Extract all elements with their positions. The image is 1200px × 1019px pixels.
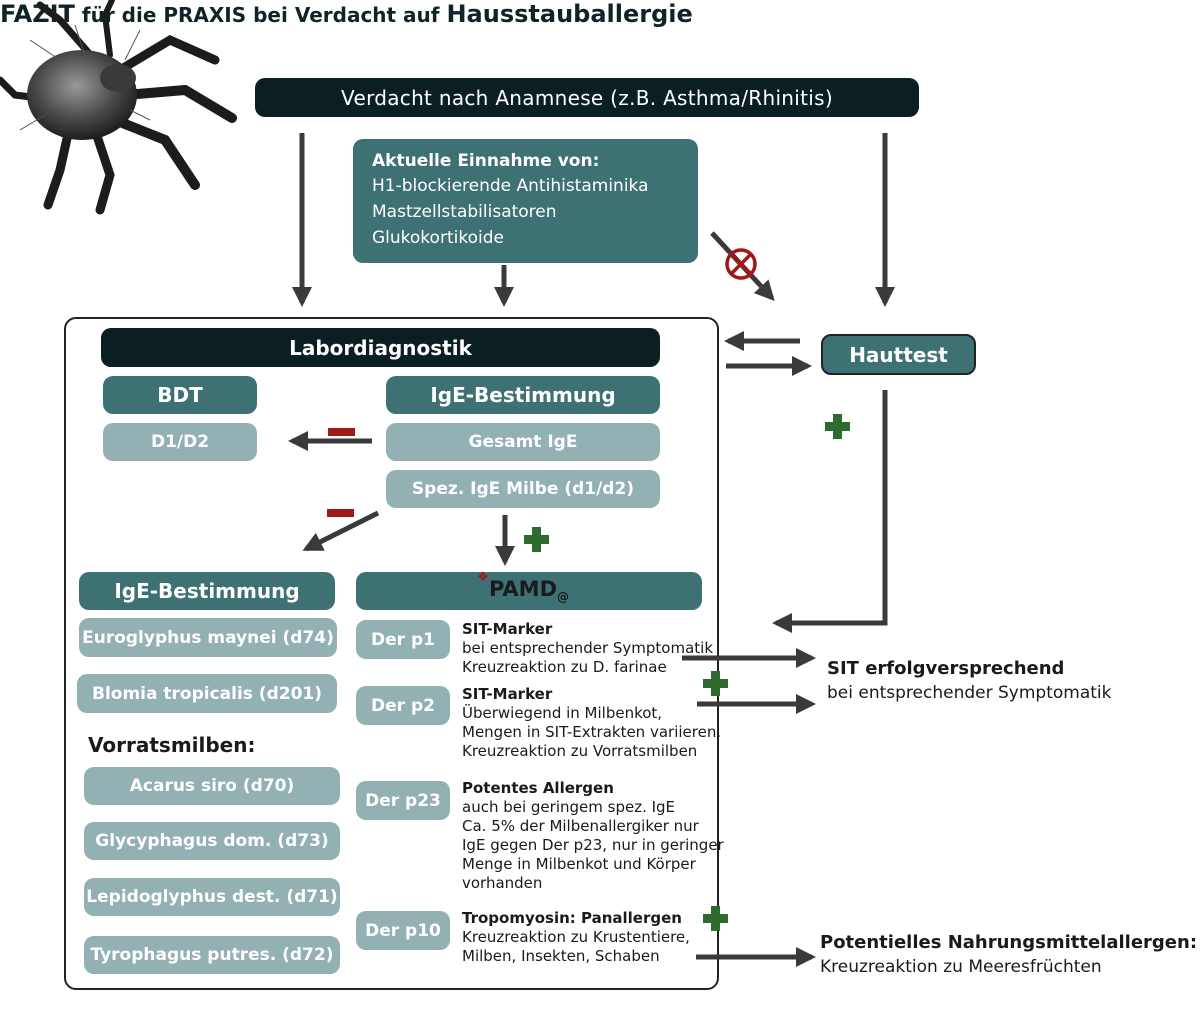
outcome-food-allergen: Potentielles Nahrungsmittelallergen: Kre…	[820, 932, 1198, 977]
pamd-logo: ❖PAMD@	[476, 570, 570, 605]
bdt-header: BDT	[103, 376, 257, 414]
medication-item: H1-blockierende Antihistaminika	[372, 176, 649, 196]
suspicion-bar: Verdacht nach Anamnese (z.B. Asthma/Rhin…	[255, 78, 919, 117]
plus-icon	[703, 671, 728, 696]
medication-item: Mastzellstabilisatoren	[372, 202, 557, 222]
minus-icon	[328, 428, 355, 436]
ige2-header: IgE-Bestimmung	[79, 572, 335, 610]
arrow-icon	[772, 390, 888, 633]
plus-icon	[524, 527, 549, 552]
storage-item: Tyrophagus putres. (d72)	[84, 936, 340, 974]
ige-specific-mite: Spez. IgE Milbe (d1/d2)	[386, 470, 660, 508]
ige2-item: Blomia tropicalis (d201)	[77, 674, 337, 713]
minus-icon	[327, 509, 354, 517]
storage-item: Glycyphagus dom. (d73)	[84, 822, 340, 860]
storage-mites-heading: Vorratsmilben:	[88, 733, 256, 757]
ige2-item: Euroglyphus maynei (d74)	[79, 618, 337, 657]
component-desc-der-p1: SIT-Marker bei entsprechender Symptomati…	[462, 620, 714, 676]
skin-test-box: Hauttest	[821, 334, 976, 375]
medication-item: Glukokortikoide	[372, 228, 504, 248]
ige-header: IgE-Bestimmung	[386, 376, 660, 414]
dust-mite-illustration	[0, 0, 237, 215]
outcome-sit: SIT erfolgversprechend bei entsprechende…	[827, 658, 1112, 703]
storage-item: Lepidoglyphus dest. (d71)	[84, 878, 340, 916]
component-desc-der-p10: Tropomyosin: Panallergen Kreuzreaktion z…	[462, 909, 690, 965]
arrow-icon	[302, 510, 380, 552]
component-der-p23: Der p23	[356, 781, 450, 820]
pamd-header: ❖PAMD@	[356, 570, 702, 610]
ige-total: Gesamt IgE	[386, 423, 660, 461]
pamd-logo-mark: ❖	[476, 570, 489, 586]
medication-box: Aktuelle Einnahme von: H1-blockierende A…	[353, 139, 698, 263]
component-desc-der-p2: SIT-Marker Überwiegend in Milbenkot, Men…	[462, 685, 722, 760]
plus-icon	[703, 906, 728, 931]
plus-icon	[825, 414, 850, 439]
component-desc-der-p23: Potentes Allergen auch bei geringem spez…	[462, 779, 724, 892]
component-der-p2: Der p2	[356, 686, 450, 725]
medication-heading: Aktuelle Einnahme von:	[372, 151, 600, 171]
lab-header: Labordiagnostik	[101, 328, 660, 367]
storage-item: Acarus siro (d70)	[84, 767, 340, 805]
component-der-p10: Der p10	[356, 911, 450, 950]
bdt-item: D1/D2	[103, 423, 257, 461]
component-der-p1: Der p1	[356, 620, 450, 659]
prohibited-icon	[725, 248, 757, 280]
